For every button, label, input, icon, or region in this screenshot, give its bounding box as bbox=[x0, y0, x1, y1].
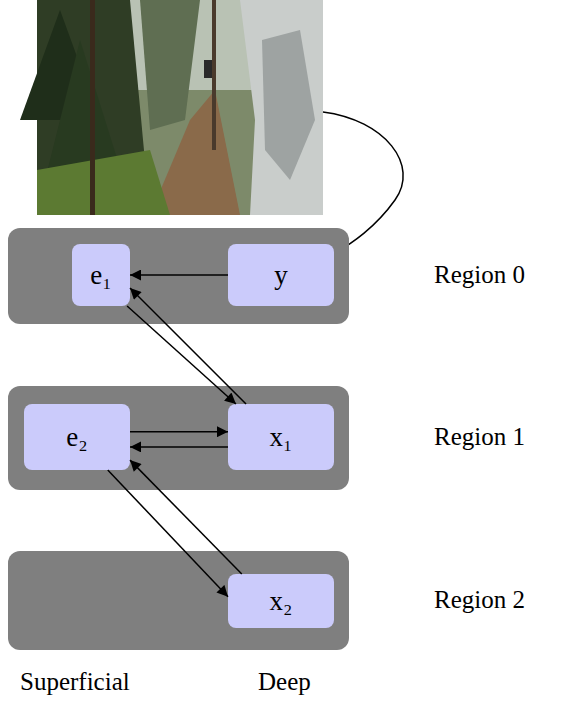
region-band: Region 0e₁y bbox=[8, 228, 349, 324]
error-unit: e₁ bbox=[72, 244, 130, 306]
connector-arrow bbox=[130, 431, 228, 433]
region-heading: Region 2 bbox=[434, 586, 525, 614]
region-band: Region 2x₂ bbox=[8, 551, 349, 650]
unit-label: x₁ bbox=[270, 422, 293, 453]
connector-arrow bbox=[130, 446, 228, 448]
column-label: Deep bbox=[258, 668, 311, 696]
unit-label: e₂ bbox=[66, 422, 87, 453]
error-unit: e₂ bbox=[24, 404, 130, 470]
region-heading: Region 1 bbox=[434, 423, 525, 451]
state-unit: x₁ bbox=[228, 404, 334, 470]
connector-arrow bbox=[130, 288, 246, 404]
column-label: Superficial bbox=[20, 668, 130, 696]
region-heading: Region 0 bbox=[434, 261, 525, 289]
connector-arrow bbox=[127, 306, 236, 404]
forest-photo bbox=[20, 0, 323, 215]
connector-arrow bbox=[108, 470, 228, 597]
input-unit: y bbox=[228, 244, 334, 306]
state-unit: x₂ bbox=[228, 574, 334, 628]
unit-label: e₁ bbox=[90, 260, 111, 291]
unit-label: y bbox=[274, 260, 288, 291]
unit-label: x₂ bbox=[270, 586, 293, 617]
region-band: Region 1e₂x₁ bbox=[8, 386, 349, 490]
connector-arrow bbox=[130, 460, 242, 574]
connector-arrow bbox=[130, 274, 228, 276]
